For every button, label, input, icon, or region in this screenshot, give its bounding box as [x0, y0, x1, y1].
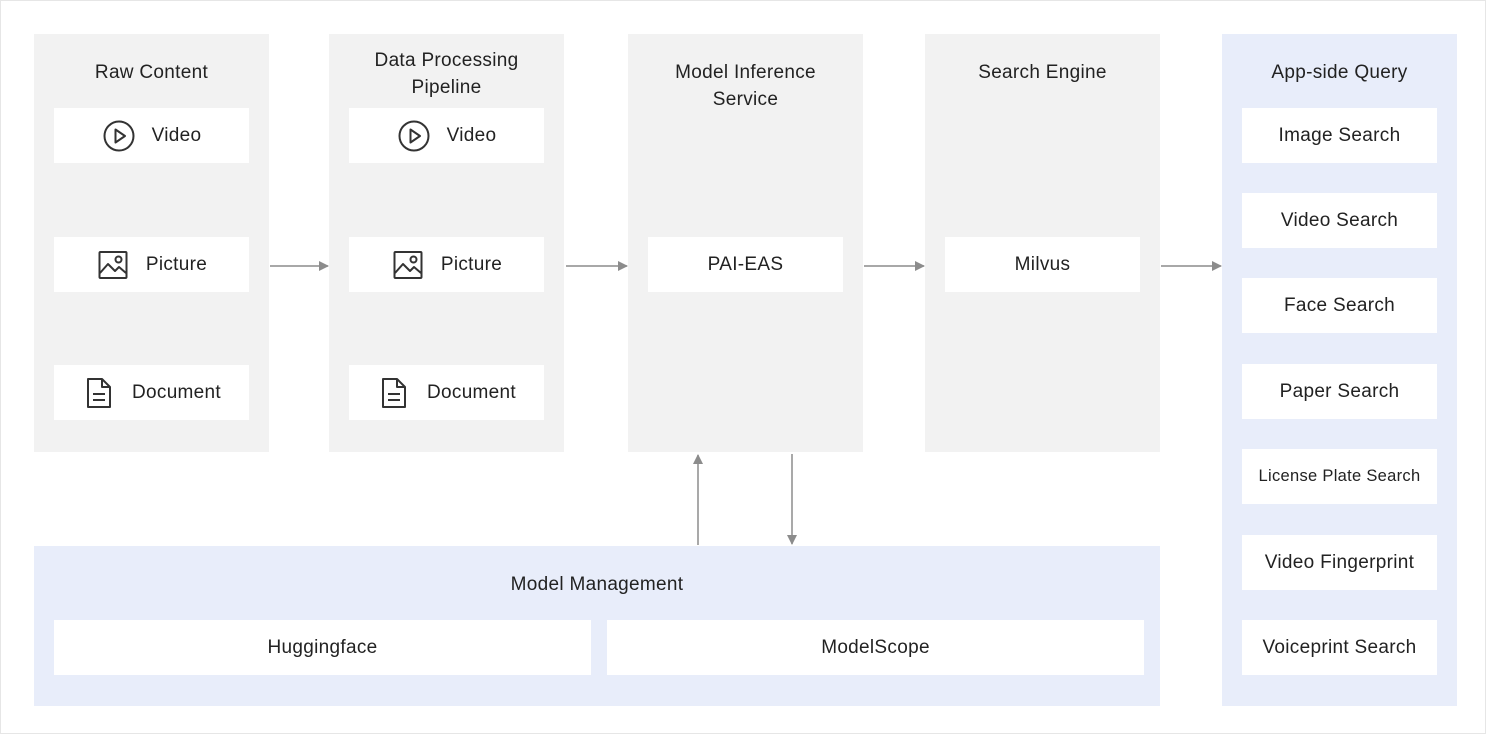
pai-eas-card: PAI-EAS	[648, 237, 843, 292]
license-plate-search-card: License Plate Search	[1242, 449, 1437, 504]
raw-picture-label: Picture	[145, 253, 208, 275]
document-icon	[377, 376, 411, 410]
play-circle-icon	[102, 119, 136, 153]
data-processing-title-line2: Pipeline	[411, 77, 482, 98]
video-search-card: Video Search	[1242, 193, 1437, 248]
raw-video-label: Video	[151, 124, 202, 146]
model-inference-title-line1: Model Inference	[675, 62, 816, 83]
play-circle-icon	[397, 119, 431, 153]
raw-document-label: Document	[132, 381, 221, 403]
voiceprint-search-card: Voiceprint Search	[1242, 620, 1437, 675]
dp-video-card: Video	[349, 108, 544, 163]
dp-picture-card: Picture	[349, 237, 544, 292]
model-management-panel: Model Management Huggingface ModelScope	[34, 546, 1160, 706]
dp-video-label: Video	[446, 124, 497, 146]
document-icon	[82, 376, 116, 410]
model-inference-panel: Model Inference Service PAI-EAS	[628, 34, 863, 452]
app-query-title: App-side Query	[1271, 62, 1408, 83]
milvus-card: Milvus	[945, 237, 1140, 292]
app-query-panel: App-side Query Image Search Video Search…	[1222, 34, 1457, 706]
dp-picture-label: Picture	[440, 253, 503, 275]
data-processing-panel: Data Processing Pipeline Video Picture D…	[329, 34, 564, 452]
face-search-card: Face Search	[1242, 278, 1437, 333]
modelscope-card: ModelScope	[607, 620, 1144, 675]
raw-document-card: Document	[54, 365, 249, 420]
raw-picture-card: Picture	[54, 237, 249, 292]
dp-document-card: Document	[349, 365, 544, 420]
search-engine-panel: Search Engine Milvus	[925, 34, 1160, 452]
model-management-title: Model Management	[510, 574, 684, 595]
raw-content-panel: Raw Content Video Picture Document	[34, 34, 269, 452]
search-engine-title: Search Engine	[978, 62, 1107, 83]
dp-document-label: Document	[427, 381, 516, 403]
video-fingerprint-card: Video Fingerprint	[1242, 535, 1437, 590]
model-inference-title-line2: Service	[712, 89, 779, 110]
image-search-card: Image Search	[1242, 108, 1437, 163]
paper-search-card: Paper Search	[1242, 364, 1437, 419]
raw-content-title: Raw Content	[94, 62, 209, 83]
image-icon	[96, 248, 130, 282]
data-processing-title-line1: Data Processing	[374, 50, 519, 71]
raw-video-card: Video	[54, 108, 249, 163]
image-icon	[391, 248, 425, 282]
huggingface-card: Huggingface	[54, 620, 591, 675]
